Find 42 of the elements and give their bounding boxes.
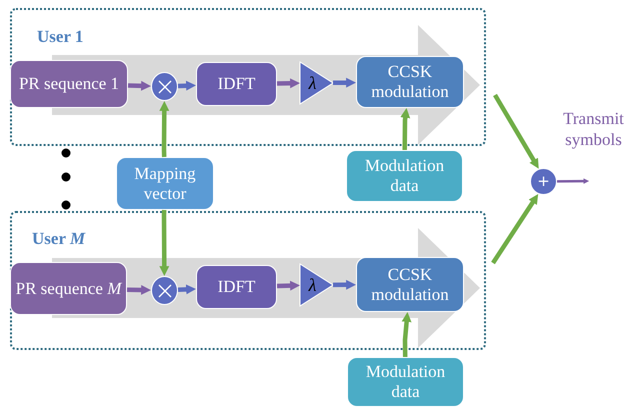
arrow: [491, 194, 538, 264]
group-title: User 1: [37, 27, 84, 47]
arrow: [402, 312, 412, 358]
arrow: [276, 280, 300, 291]
box-label: IDFT: [218, 277, 256, 297]
box-label: CCSK modulation: [370, 264, 450, 304]
gain-symbol: λ: [308, 72, 316, 94]
group-title: User M: [32, 229, 86, 249]
box-label: IDFT: [218, 74, 256, 94]
process-box: [196, 265, 277, 309]
box-label: PR sequence 1: [18, 74, 120, 94]
user-group-box: [10, 211, 486, 350]
arrow: [332, 280, 356, 290]
arrow: [159, 210, 170, 276]
arrow: [178, 284, 196, 294]
box-label: Mapping vector: [133, 164, 197, 204]
user-group-box: [10, 8, 486, 146]
arrow: [332, 78, 356, 88]
plus-sign: +: [537, 172, 550, 190]
arrow: [493, 94, 539, 169]
output-label: Transmit symbols: [562, 108, 625, 150]
arrow: [159, 101, 170, 158]
process-box: [356, 257, 464, 312]
process-box: [10, 60, 128, 108]
arrow: [556, 178, 590, 184]
arrow: [126, 285, 151, 295]
operator-circle: [530, 168, 557, 195]
arrow: [400, 108, 410, 150]
box-label: PR sequence M: [16, 278, 122, 298]
arrow: [276, 78, 300, 88]
box-label: Modulation data: [364, 362, 446, 402]
box-label: Modulation data: [364, 156, 446, 196]
process-box: [116, 157, 214, 210]
process-box: [10, 262, 127, 315]
box-label: CCSK modulation: [370, 62, 450, 102]
process-box: [346, 150, 463, 202]
process-box: [196, 62, 277, 106]
process-box: [356, 56, 464, 108]
gain-symbol: λ: [308, 274, 316, 296]
arrow: [128, 80, 151, 91]
process-box: [347, 357, 464, 407]
arrow: [178, 80, 196, 91]
